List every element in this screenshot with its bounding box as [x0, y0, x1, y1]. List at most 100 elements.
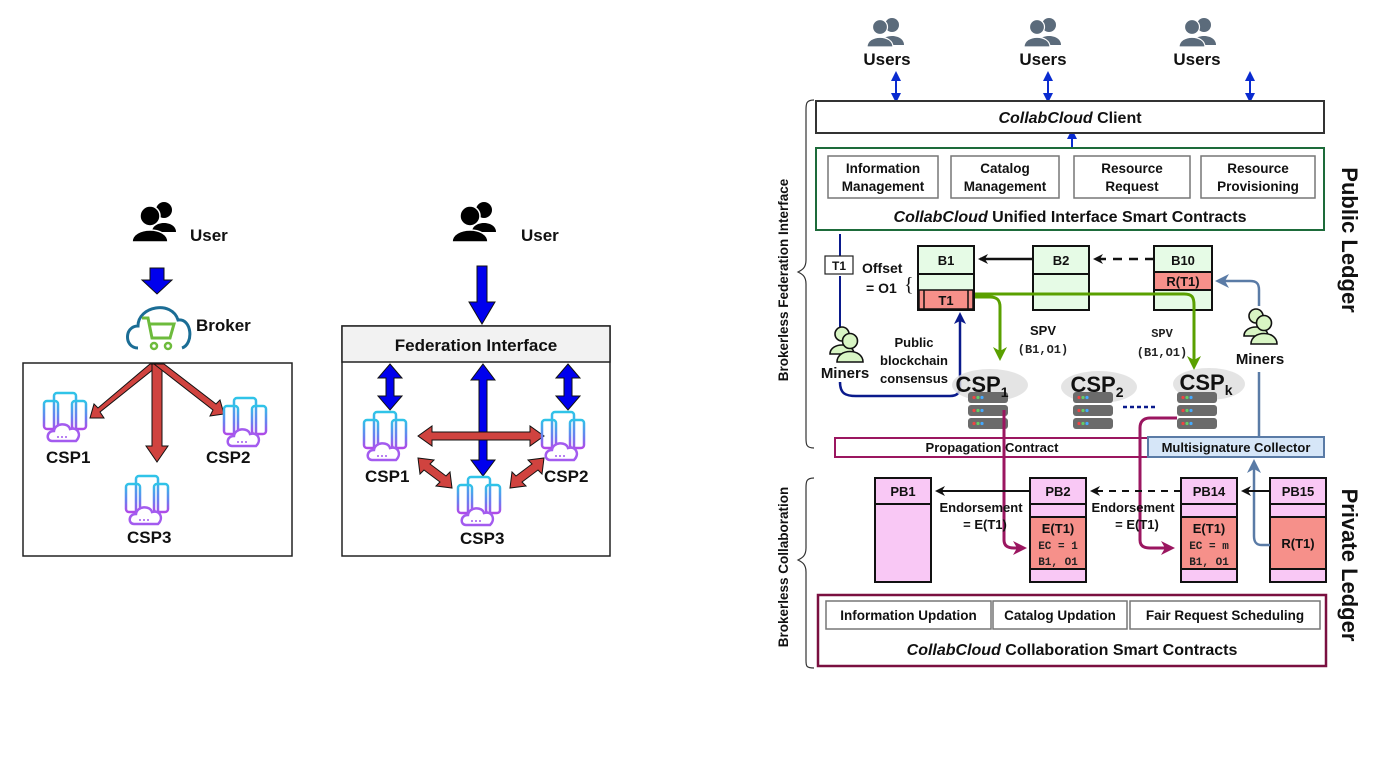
spv-arrow-cspk — [975, 292, 1201, 370]
miners-icon — [829, 326, 864, 363]
csp2-label: CSP2 — [1070, 372, 1123, 400]
pb2-label: PB2 — [1045, 484, 1070, 499]
collab-module-box — [1129, 600, 1321, 630]
pb2-ref: B1, O1 — [1038, 557, 1078, 569]
users-label-3: Users — [1173, 50, 1220, 69]
miners-to-b10-arrow — [1222, 281, 1261, 438]
public-ledger-label: Public Ledger — [1337, 167, 1362, 313]
consensus-label-1: Public — [894, 335, 933, 350]
pb2-ec: EC = 1 — [1038, 541, 1078, 553]
pb14-ref: B1, O1 — [1189, 557, 1229, 569]
t1-tag-label: T1 — [832, 259, 846, 273]
contract-module-label: Request — [1105, 179, 1159, 194]
cspk-node: CSPk — [1173, 368, 1245, 429]
csp-pool-box — [22, 362, 293, 557]
federation-interface-label: Federation Interface — [395, 336, 558, 355]
endorsement-label-2a: Endorsement — [1091, 500, 1175, 515]
federation-blue-arrows — [376, 363, 582, 477]
users-icon — [866, 17, 905, 48]
collab-module-box — [825, 600, 992, 630]
public-block-b2: B2 — [1032, 245, 1090, 311]
users-icon — [1178, 17, 1217, 48]
private-block-pb1: PB1 — [874, 477, 932, 583]
spv-args-2: (B1,O1) — [1137, 346, 1187, 360]
block-b2-label: B2 — [1053, 253, 1070, 268]
multisignature-collector-box — [1147, 436, 1325, 458]
users-icon — [1023, 17, 1062, 48]
spv-label-2: SPV — [1151, 327, 1173, 341]
users-client-arrows — [891, 71, 1255, 157]
contract-module-box — [1200, 155, 1316, 199]
csp2-server-icon — [222, 396, 268, 448]
panel-a-csp1-label: CSP1 — [46, 448, 90, 467]
public-block-b10: B10 R(T1) — [1153, 245, 1213, 311]
endorsement-arrow-pb2 — [1002, 410, 1027, 555]
block-b10-label: B10 — [1171, 253, 1195, 268]
panel-a-csp2-label: CSP2 — [206, 448, 250, 467]
collaboration-brace — [796, 477, 815, 669]
block-b1-label: B1 — [938, 253, 955, 268]
pb14-ec: EC = m — [1189, 541, 1229, 553]
csp1-label: CSP1 — [955, 372, 1008, 400]
panel-broker: User Broker CSP1 CSP2 CSP3 — [22, 201, 293, 557]
user-icon — [131, 201, 177, 243]
miners-label-right: Miners — [1236, 351, 1284, 368]
propagation-contract-label: Propagation Contract — [926, 440, 1060, 455]
broker-cart-cloud-icon — [126, 306, 192, 351]
block-b10-tx: R(T1) — [1166, 274, 1199, 289]
contract-module-box — [827, 155, 939, 199]
collabcloud-client-box — [815, 100, 1325, 134]
csp3-server-icon — [124, 474, 170, 526]
panel-b-csp1-label: CSP1 — [365, 467, 409, 486]
panel-b-csp2-label: CSP2 — [544, 467, 588, 486]
pb2-tx: E(T1) — [1042, 521, 1075, 536]
users-label-1: Users — [863, 50, 910, 69]
endorsement-label-1a: Endorsement — [939, 500, 1023, 515]
contract-module-box — [1073, 155, 1191, 199]
endorsement-label-2b: = E(T1) — [1115, 517, 1159, 532]
brokerless-collaboration-label: Brokerless Collaboration — [776, 487, 791, 648]
brokerless-federation-label: Brokerless Federation Interface — [776, 178, 791, 381]
cspk-label: CSPk — [1179, 370, 1232, 398]
spv-label-1: SPV — [1030, 323, 1056, 338]
pb14-label: PB14 — [1193, 484, 1226, 499]
csp1-node: CSP1 — [952, 369, 1028, 429]
pb15-label: PB15 — [1282, 484, 1315, 499]
pb14-tx: E(T1) — [1193, 521, 1226, 536]
contract-module-label: Management — [842, 179, 925, 194]
panel-federation: User Federation Interface CSP1 CSP2 CSP3 — [341, 201, 611, 557]
pb15-tx: R(T1) — [1281, 536, 1314, 551]
contract-module-box — [950, 155, 1060, 199]
panel-b-csp3-label: CSP3 — [460, 529, 504, 548]
private-block-pb2: PB2 E(T1) EC = 1 B1, O1 — [1029, 477, 1087, 583]
user-icon — [451, 201, 497, 243]
offset-label-1: Offset — [862, 260, 903, 276]
broker-label: Broker — [196, 316, 251, 335]
private-ledger-label: Private Ledger — [1337, 489, 1362, 642]
private-block-pb15: PB15 R(T1) — [1269, 477, 1327, 583]
federation-interface-bar — [341, 325, 611, 363]
federation-brace — [796, 99, 815, 449]
collab-module-label: Catalog Updation — [1004, 608, 1116, 623]
private-block-pb14: PB14 E(T1) EC = m B1, O1 — [1180, 477, 1238, 583]
broker-dispatch-arrows — [89, 363, 225, 463]
consensus-label-2: blockchain — [880, 353, 948, 368]
endorsement-arrow-pb14 — [1138, 416, 1177, 555]
panel-b-user-label: User — [521, 226, 559, 245]
public-contract-modules: InformationManagementCatalogManagementRe… — [827, 155, 1316, 199]
panel-collabcloud: Users Users Users CollabCloud Client Inf… — [776, 17, 1362, 669]
panel-a-csp3-label: CSP3 — [127, 528, 171, 547]
consensus-label-3: consensus — [880, 371, 948, 386]
public-block-b1: B1 T1 — [917, 245, 975, 311]
contract-module-label: Management — [964, 179, 1047, 194]
multisignature-collector-label: Multisignature Collector — [1162, 440, 1311, 455]
user-to-broker-arrow — [140, 267, 174, 295]
users-label-2: Users — [1019, 50, 1066, 69]
pb1-label: PB1 — [890, 484, 915, 499]
t1-tag — [824, 255, 854, 275]
user-to-federation-arrow — [468, 265, 496, 325]
offset-label-2: = O1 — [866, 280, 897, 296]
collabcloud-client-label: CollabCloud Client — [998, 110, 1142, 127]
